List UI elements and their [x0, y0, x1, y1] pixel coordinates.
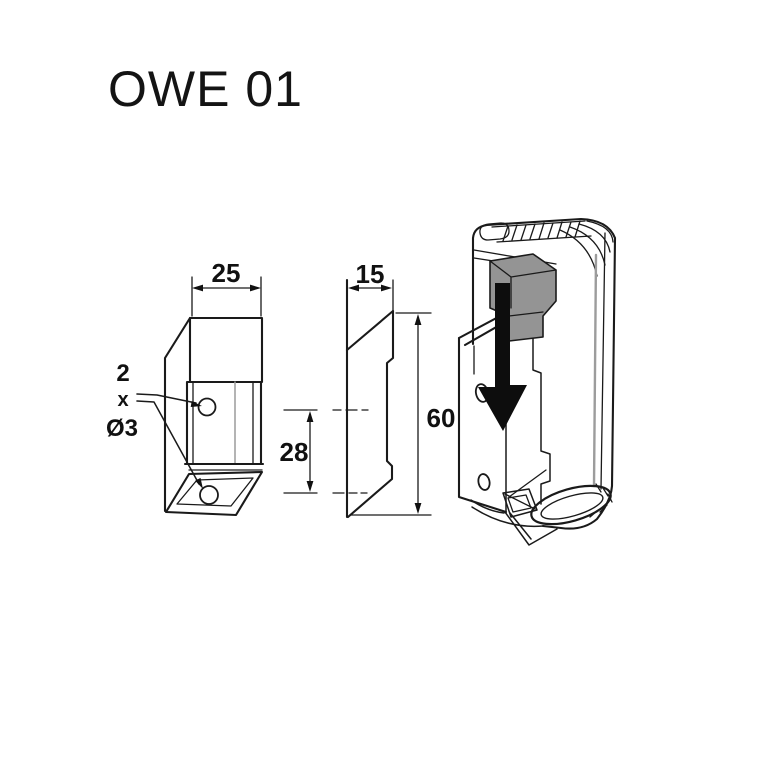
dim-height-label: 60	[427, 403, 456, 433]
housing-outline	[471, 217, 617, 530]
bottom-wedge	[504, 511, 558, 546]
profile-front-edge	[346, 309, 395, 519]
page-title: OWE 01	[108, 61, 303, 117]
dim-width-label: 25	[212, 258, 241, 288]
front-left-wall	[163, 316, 192, 513]
front-face	[185, 380, 263, 466]
dim-width-extension-lines	[191, 276, 262, 317]
latch-loop-inner	[540, 492, 604, 520]
corner-ribs	[559, 220, 614, 277]
mounting-hole-bottom	[199, 485, 219, 505]
dim-spacing-label: 28	[280, 437, 309, 467]
mounting-hole-top	[197, 397, 217, 417]
hole-note-times: x	[117, 389, 128, 411]
latch-loop-outer	[530, 484, 612, 526]
iso-hole-bottom	[477, 473, 491, 491]
bracket-side-edge	[532, 306, 551, 505]
iso-view	[457, 217, 617, 546]
base-plate-outer	[164, 470, 264, 517]
dim-depth-label: 15	[356, 259, 385, 289]
down-arrow-icon	[478, 283, 527, 431]
hook-tongue	[502, 488, 538, 518]
bracket-front-face	[457, 336, 508, 514]
front-view: 25 2 x Ø3	[106, 258, 265, 517]
top-end-cap	[479, 222, 510, 241]
hole-note-count: 2	[116, 360, 129, 387]
leader-bottom-hole	[136, 400, 200, 485]
leader-top-hole	[136, 393, 197, 404]
side-view: 15 28 60	[280, 259, 456, 519]
base-plate-inner	[176, 477, 254, 507]
hole-note-diameter: Ø3	[106, 415, 138, 442]
front-top-box	[188, 316, 264, 384]
